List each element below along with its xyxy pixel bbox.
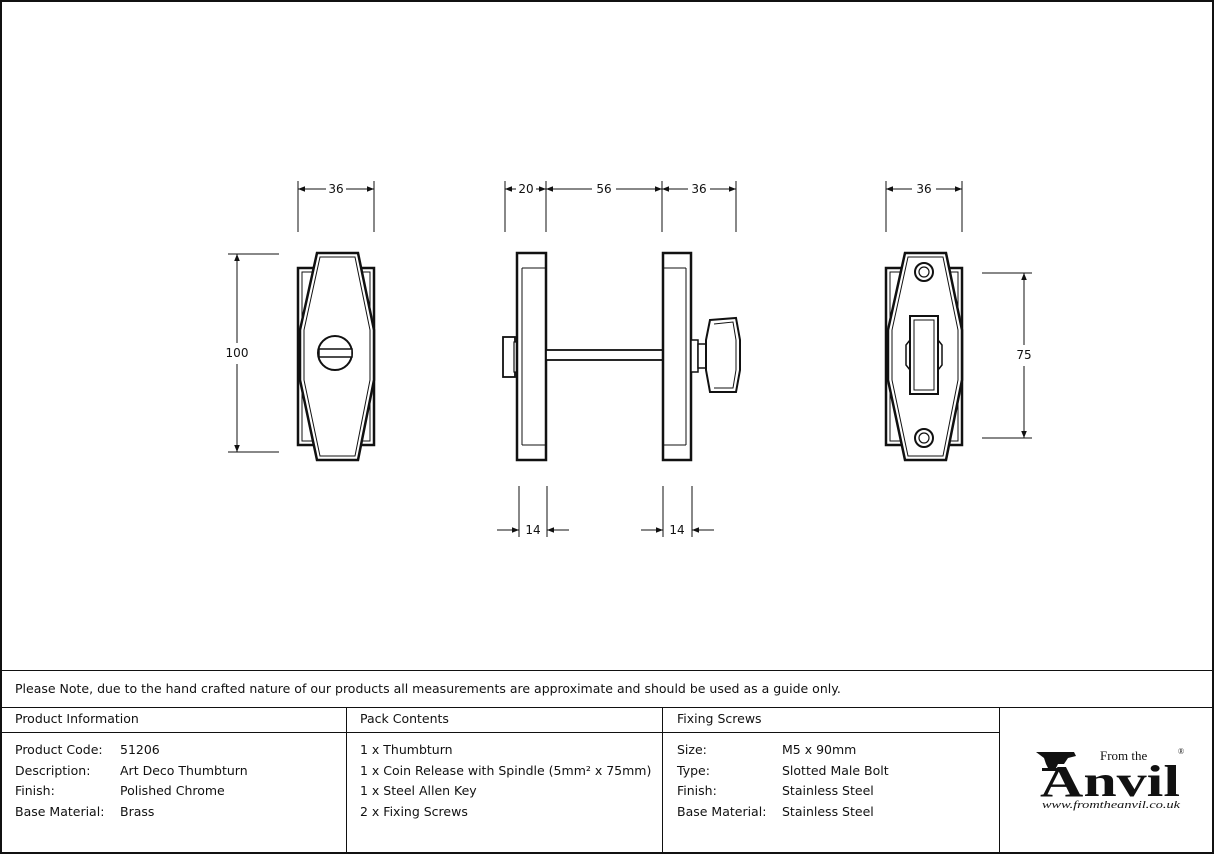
divider [662,707,663,854]
description-value: Art Deco Thumbturn [120,763,248,778]
measurement-note: Please Note, due to the hand crafted nat… [15,681,841,696]
product-code-label: Product Code: [15,742,103,757]
screw-hole-bottom [914,428,934,448]
screw-type-label: Type: [677,763,710,778]
back-dimensions [885,181,1032,439]
pack-item: 1 x Coin Release with Spindle (5mm² x 75… [360,763,652,778]
finish-label: Finish: [15,783,55,798]
pack-item: 1 x Thumbturn [360,742,453,757]
screw-type-value: Slotted Male Bolt [782,763,889,778]
logo-registered: ® [1178,747,1184,756]
divider [346,707,347,854]
front-turn-slot [318,348,353,358]
side-left-plate [515,251,548,462]
anvil-logo: From the ® Anvil www.fromtheanvil.co.uk [1036,747,1184,811]
logo-url: www.fromtheanvil.co.uk [1042,800,1181,811]
thumbturn-knob [705,316,741,393]
side-view [502,251,741,462]
technical-drawing: 36 100 20 56 36 14 14 [226,181,1032,537]
screw-hole-top [914,262,934,282]
pack-contents-heading: Pack Contents [360,711,449,726]
spindle [545,349,664,361]
dim-front-width: 36 [328,182,343,196]
thumbturn-collar [690,339,699,373]
divider [0,670,1214,671]
front-view [296,251,376,462]
pack-item: 2 x Fixing Screws [360,804,468,819]
dim-back-width: 36 [916,182,931,196]
dim-plate-depth-left: 14 [525,523,540,537]
screw-size-label: Size: [677,742,707,757]
base-material-value: Brass [120,804,155,819]
screw-size-value: M5 x 90mm [782,742,857,757]
anvil-icon [1036,752,1076,771]
base-material-label: Base Material: [15,804,105,819]
logo-brand: Anvil [1040,757,1180,806]
spindle-square [909,315,939,395]
fixing-screws-heading: Fixing Screws [677,711,762,726]
pack-item: 1 x Steel Allen Key [360,783,477,798]
product-code-value: 51206 [120,742,160,757]
dim-spindle-length: 56 [596,182,611,196]
finish-value: Polished Chrome [120,783,225,798]
dim-back-height: 75 [1016,348,1031,362]
side-dimensions [497,181,737,537]
screw-material-label: Base Material: [677,804,767,819]
logo-from-the: From the [1100,748,1148,763]
screw-material-value: Stainless Steel [782,804,874,819]
dim-front-height: 100 [226,346,249,360]
side-right-plate [661,251,693,462]
dim-side-left: 20 [518,182,533,196]
screw-finish-value: Stainless Steel [782,783,874,798]
divider [0,732,1000,733]
divider [0,707,1214,708]
back-view [884,251,964,462]
coin-release-stub [502,336,516,378]
product-info-heading: Product Information [15,711,139,726]
dim-plate-depth-right: 14 [669,523,684,537]
screw-finish-label: Finish: [677,783,717,798]
dim-side-right: 36 [691,182,706,196]
description-label: Description: [15,763,91,778]
divider [999,707,1000,854]
front-dimensions [228,181,375,453]
